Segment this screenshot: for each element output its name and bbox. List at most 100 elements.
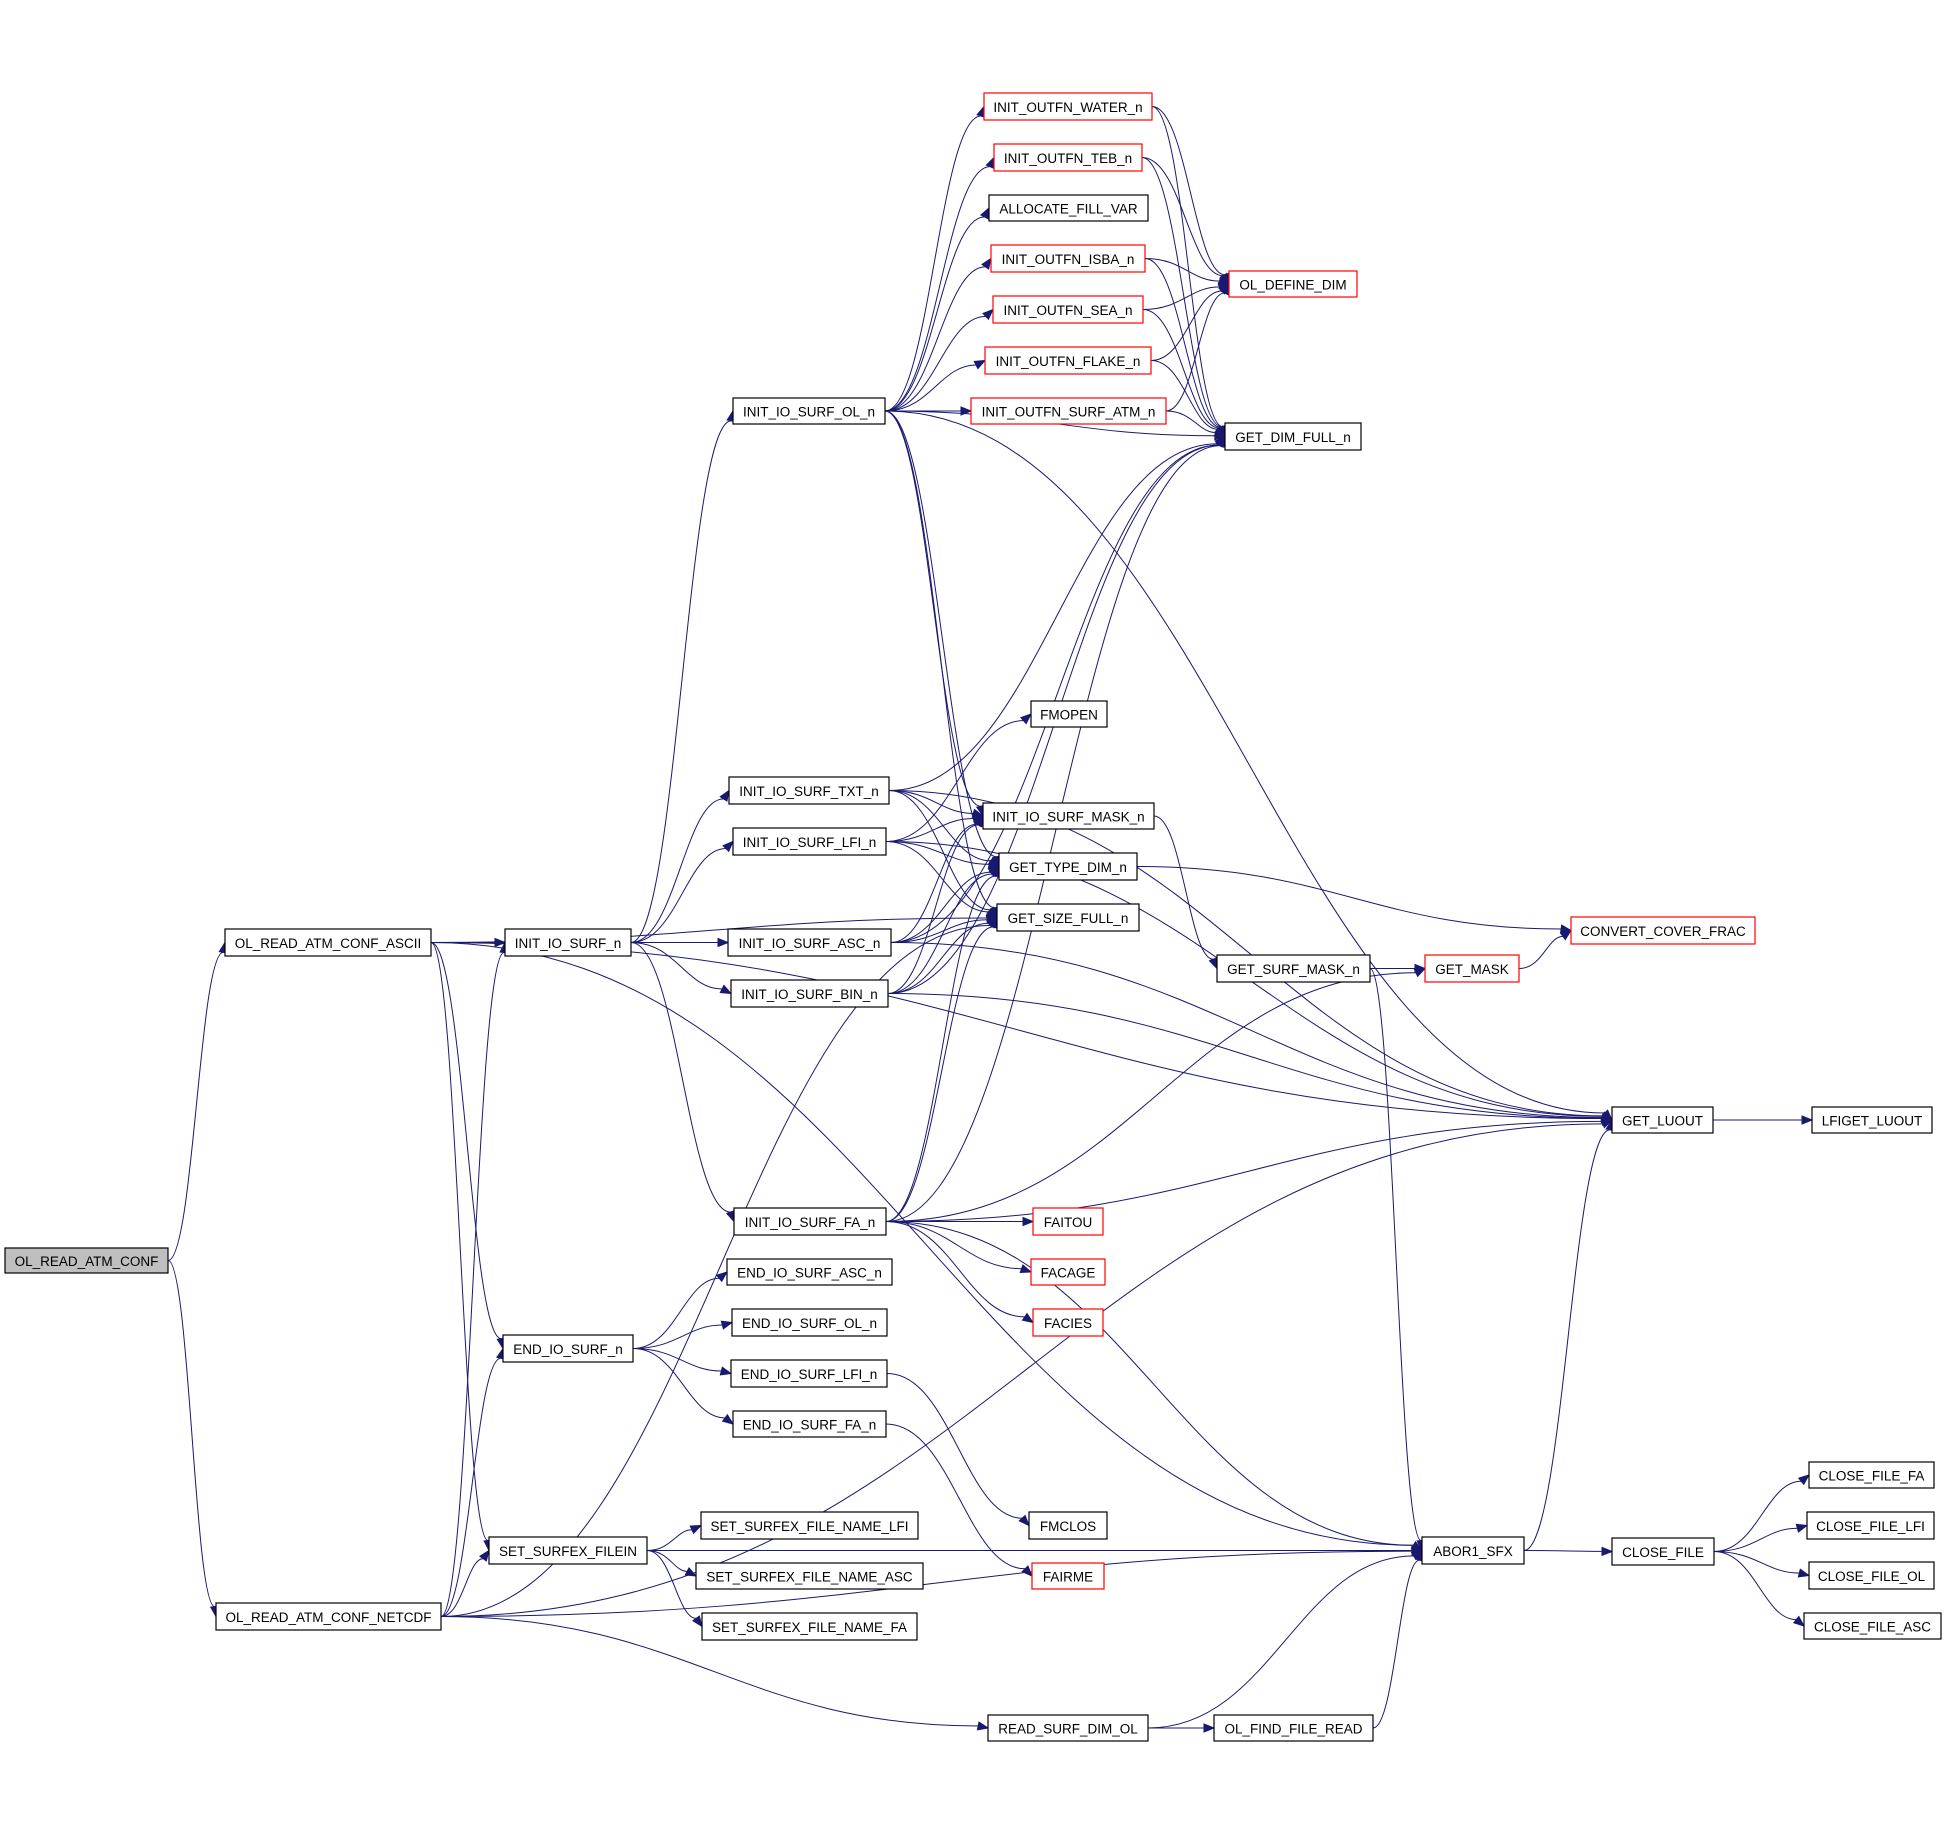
node-init_bin[interactable]: INIT_IO_SURF_BIN_n xyxy=(730,979,889,1008)
node-init_io[interactable]: INIT_IO_SURF_n xyxy=(504,928,632,957)
node-netcdf[interactable]: OL_READ_ATM_CONF_NETCDF xyxy=(215,1602,442,1631)
node-cf_lfi[interactable]: CLOSE_FILE_LFI xyxy=(1806,1511,1935,1540)
edge-line xyxy=(887,824,979,994)
node-box xyxy=(1424,954,1520,983)
edge-line xyxy=(632,1324,723,1349)
edge-outfn_surfatm-to-defdim xyxy=(1165,282,1230,412)
edge-line xyxy=(632,1348,722,1372)
node-sfn_fa[interactable]: SET_SURFEX_FILE_NAME_FA xyxy=(701,1612,918,1641)
node-init_asc[interactable]: INIT_IO_SURF_ASC_n xyxy=(727,928,892,957)
edge-line xyxy=(440,1123,1603,1617)
node-label: CONVERT_COVER_FRAC xyxy=(1580,924,1746,939)
node-mask[interactable]: INIT_IO_SURF_MASK_n xyxy=(982,802,1155,830)
node-label: OL_READ_ATM_CONF xyxy=(15,1254,159,1269)
node-end_lfi[interactable]: END_IO_SURF_LFI_n xyxy=(730,1359,888,1388)
node-cf_fa[interactable]: CLOSE_FILE_FA xyxy=(1808,1461,1935,1489)
edge-line xyxy=(1369,968,1422,1542)
node-box xyxy=(733,1207,887,1236)
node-readdim[interactable]: READ_SURF_DIM_OL xyxy=(987,1714,1149,1742)
edge-line xyxy=(1518,935,1563,969)
node-getmask[interactable]: GET_MASK xyxy=(1424,954,1520,983)
node-label: GET_LUOUT xyxy=(1622,1114,1703,1129)
edge-getmask-to-convert xyxy=(1518,929,1573,969)
edge-line xyxy=(1150,360,1219,430)
node-closefile[interactable]: CLOSE_FILE xyxy=(1611,1537,1715,1566)
edge-line xyxy=(890,823,978,943)
node-end_io[interactable]: END_IO_SURF_n xyxy=(502,1334,634,1363)
node-typedim[interactable]: GET_TYPE_DIM_n xyxy=(998,852,1138,881)
node-init_fa[interactable]: INIT_IO_SURF_FA_n xyxy=(733,1207,887,1236)
edge-line xyxy=(1372,1559,1420,1729)
node-outfn_teb[interactable]: INIT_OUTFN_TEB_n xyxy=(993,143,1143,172)
node-facies[interactable]: FACIES xyxy=(1032,1308,1104,1337)
node-lfiget[interactable]: LFIGET_LUOUT xyxy=(1811,1106,1933,1134)
edge-end_io-to-end_ol xyxy=(632,1320,734,1349)
node-label: SET_SURFEX_FILE_NAME_ASC xyxy=(706,1570,913,1585)
node-outfn_sea[interactable]: INIT_OUTFN_SEA_n xyxy=(992,295,1144,324)
node-sizefull[interactable]: GET_SIZE_FULL_n xyxy=(996,903,1140,932)
node-label: INIT_OUTFN_TEB_n xyxy=(1004,151,1132,166)
edge-init_lfi-to-typedim xyxy=(885,841,1001,869)
node-end_asc[interactable]: END_IO_SURF_ASC_n xyxy=(726,1258,893,1286)
node-outfn_water[interactable]: INIT_OUTFN_WATER_n xyxy=(983,92,1153,121)
node-cf_asc[interactable]: CLOSE_FILE_ASC xyxy=(1803,1612,1942,1640)
node-cf_ol[interactable]: CLOSE_FILE_OL xyxy=(1808,1561,1935,1590)
edge-line xyxy=(888,790,1603,1117)
edge-line xyxy=(1165,410,1216,434)
edge-ascii-to-abor xyxy=(430,942,1424,1552)
edge-line xyxy=(885,972,1416,1222)
node-fmopen[interactable]: FMOPEN xyxy=(1030,700,1108,728)
edge-line xyxy=(885,1221,1022,1270)
node-abor[interactable]: ABOR1_SFX xyxy=(1421,1536,1525,1565)
edge-closefile-to-cf_lfi xyxy=(1713,1523,1809,1552)
node-end_ol[interactable]: END_IO_SURF_OL_n xyxy=(731,1308,888,1337)
node-init_lfi[interactable]: INIT_IO_SURF_LFI_n xyxy=(732,827,887,856)
edge-init_fa-to-facies xyxy=(885,1221,1035,1324)
edge-end_fa-to-fairme xyxy=(885,1423,1033,1577)
node-fairme[interactable]: FAIRME xyxy=(1031,1562,1105,1590)
edge-line xyxy=(884,315,986,412)
node-init_ol[interactable]: INIT_IO_SURF_OL_n xyxy=(732,397,886,425)
node-alloc[interactable]: ALLOCATE_FILL_VAR xyxy=(988,194,1149,222)
node-dimfull[interactable]: GET_DIM_FULL_n xyxy=(1224,422,1362,451)
edge-line xyxy=(884,364,977,412)
node-label: ALLOCATE_FILL_VAR xyxy=(999,202,1138,217)
node-box xyxy=(1803,1612,1942,1640)
arrowhead-icon xyxy=(976,1721,990,1731)
edge-line xyxy=(630,420,732,943)
edge-line xyxy=(884,410,995,909)
node-end_fa[interactable]: END_IO_SURF_FA_n xyxy=(732,1410,887,1438)
node-box xyxy=(984,346,1152,375)
node-box xyxy=(502,1334,634,1363)
node-defdim[interactable]: OL_DEFINE_DIM xyxy=(1228,270,1358,298)
edge-outfn_teb-to-dimfull xyxy=(1141,157,1227,438)
node-init_txt[interactable]: INIT_IO_SURF_TXT_n xyxy=(728,776,890,805)
edge-typedim-to-convert xyxy=(1136,866,1573,934)
node-label: OL_READ_ATM_CONF_ASCII xyxy=(235,936,422,951)
node-sfn_asc[interactable]: SET_SURFEX_FILE_NAME_ASC xyxy=(695,1562,924,1590)
node-facage[interactable]: FACAGE xyxy=(1030,1258,1106,1286)
node-outfn_isba[interactable]: INIT_OUTFN_ISBA_n xyxy=(990,244,1146,273)
node-label: OL_FIND_FILE_READ xyxy=(1224,1722,1362,1737)
node-surfmask[interactable]: GET_SURF_MASK_n xyxy=(1216,954,1371,983)
edge-line xyxy=(430,942,1414,1546)
node-fmclos[interactable]: FMCLOS xyxy=(1028,1511,1108,1540)
node-label: FAIRME xyxy=(1043,1570,1093,1585)
node-findfile[interactable]: OL_FIND_FILE_READ xyxy=(1213,1714,1374,1742)
edge-end_lfi-to-fmclos xyxy=(886,1373,1030,1527)
node-sfn_lfi[interactable]: SET_SURFEX_FILE_NAME_LFI xyxy=(700,1511,919,1540)
edge-line xyxy=(888,443,1219,791)
edge-line xyxy=(646,1550,697,1619)
node-faitou[interactable]: FAITOU xyxy=(1032,1207,1104,1236)
edge-line xyxy=(885,841,990,865)
arrowhead-icon xyxy=(494,937,507,948)
edge-init_bin-to-sizefull xyxy=(887,916,999,994)
node-label: GET_DIM_FULL_n xyxy=(1235,430,1351,445)
node-set_filein[interactable]: SET_SURFEX_FILEIN xyxy=(488,1536,648,1565)
node-outfn_surfatm[interactable]: INIT_OUTFN_SURF_ATM_n xyxy=(970,397,1167,425)
node-outfn_flake[interactable]: INIT_OUTFN_FLAKE_n xyxy=(984,346,1152,375)
node-ascii[interactable]: OL_READ_ATM_CONF_ASCII xyxy=(224,928,432,957)
node-convert[interactable]: CONVERT_COVER_FRAC xyxy=(1570,916,1756,945)
arrowhead-icon xyxy=(1414,963,1427,974)
node-luout[interactable]: GET_LUOUT xyxy=(1611,1106,1714,1134)
